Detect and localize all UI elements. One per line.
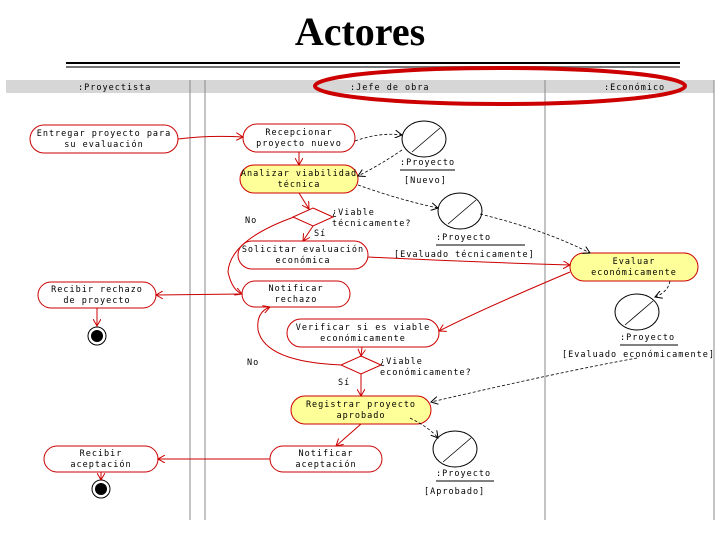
svg-text:económica: económica	[275, 255, 330, 266]
svg-text:Sí: Sí	[338, 378, 350, 388]
svg-text:su evaluación: su evaluación	[64, 139, 144, 150]
svg-text:Sí: Sí	[314, 229, 326, 239]
lane-jefe-de-obra: :Jefe de obra	[350, 83, 430, 93]
activity-evaluar: Evaluar económicamente	[569, 252, 699, 282]
svg-text:No: No	[247, 358, 259, 368]
svg-text:técnicamente?: técnicamente?	[332, 218, 412, 229]
svg-text:Registrar proyecto: Registrar proyecto	[306, 400, 416, 410]
svg-text:Recibir: Recibir	[80, 449, 123, 459]
decision-tecnica: ¿Viable técnicamente? No Sí	[245, 207, 412, 239]
svg-text:Notificar: Notificar	[298, 449, 353, 459]
svg-text:¿Viable: ¿Viable	[332, 208, 375, 218]
decision-economica: ¿Viable económicamente? No Sí	[247, 355, 472, 388]
activity-analizar: Analizar viabilidad técnica	[239, 164, 359, 194]
svg-text:económicamente: económicamente	[320, 333, 406, 344]
activity-recepcionar: Recepcionar proyecto nuevo	[242, 123, 356, 153]
svg-text:económicamente?: económicamente?	[380, 367, 472, 378]
svg-text:Recibir rechazo: Recibir rechazo	[51, 285, 143, 295]
svg-text:aceptación: aceptación	[70, 459, 131, 470]
object-proyecto-nuevo: :Proyecto [Nuevo]	[400, 120, 455, 186]
svg-text:económicamente: económicamente	[591, 267, 677, 278]
svg-text::Proyecto: :Proyecto	[436, 469, 491, 479]
object-proyecto-aprobado: :Proyecto [Aprobado]	[424, 430, 494, 497]
activity-notificar-aceptacion: Notificar aceptación	[269, 445, 383, 473]
svg-text:[Evaluado económicamente]: [Evaluado económicamente]	[562, 349, 715, 360]
lane-proyectista: :Proyectista	[78, 83, 151, 93]
object-flows	[354, 134, 671, 438]
object-proyecto-evaluado-economica: :Proyecto [Evaluado económicamente]	[562, 293, 715, 360]
svg-text::Proyecto: :Proyecto	[400, 158, 455, 168]
svg-text:Entregar proyecto para: Entregar proyecto para	[37, 129, 172, 139]
svg-text:Solicitar evaluación: Solicitar evaluación	[242, 244, 364, 255]
lane-economico: :Económico	[604, 82, 665, 93]
activity-solicitar: Solicitar evaluación económica	[237, 240, 369, 270]
title-underline	[66, 62, 680, 68]
svg-text:Evaluar: Evaluar	[613, 257, 656, 267]
svg-text:aceptación: aceptación	[295, 459, 356, 470]
final-state-aceptacion	[91, 479, 111, 499]
svg-text:[Aprobado]: [Aprobado]	[424, 487, 485, 497]
svg-text:Recepcionar: Recepcionar	[265, 128, 332, 138]
object-proyecto-evaluado-tecnica: :Proyecto [Evaluado técnicamente]	[394, 192, 535, 260]
svg-text:[Evaluado técnicamente]: [Evaluado técnicamente]	[394, 249, 535, 260]
activity-recibir-aceptacion: Recibir aceptación	[43, 445, 159, 473]
svg-text:¿Viable: ¿Viable	[380, 357, 423, 367]
activity-registrar: Registrar proyecto aprobado	[290, 395, 432, 425]
svg-text:técnica: técnica	[278, 179, 321, 190]
svg-text:rechazo: rechazo	[275, 295, 318, 305]
activity-entregar: Entregar proyecto para su evaluación	[29, 124, 179, 154]
svg-text::Proyecto: :Proyecto	[620, 333, 675, 343]
annotation-ellipse	[313, 66, 687, 106]
svg-text::Proyecto: :Proyecto	[436, 233, 491, 243]
slide-title: Actores	[294, 9, 426, 54]
svg-text:Analizar viabilidad: Analizar viabilidad	[241, 169, 357, 179]
control-flows	[97, 136, 570, 480]
svg-text:Verificar si es viable: Verificar si es viable	[296, 323, 431, 333]
svg-text:[Nuevo]: [Nuevo]	[404, 176, 447, 186]
svg-text:proyecto nuevo: proyecto nuevo	[256, 139, 342, 149]
svg-text:No: No	[245, 216, 257, 226]
activity-recibir-rechazo: Recibir rechazo de proyecto	[37, 281, 157, 309]
activity-verificar: Verificar si es viable económicamente	[286, 318, 440, 348]
svg-text:Notificar: Notificar	[268, 284, 323, 294]
activity-notificar-rechazo: Notificar rechazo	[241, 280, 351, 308]
svg-text:de proyecto: de proyecto	[63, 296, 130, 306]
final-state-rechazo	[87, 326, 107, 346]
svg-text:aprobado: aprobado	[337, 411, 386, 421]
lane-header-band	[6, 80, 714, 93]
